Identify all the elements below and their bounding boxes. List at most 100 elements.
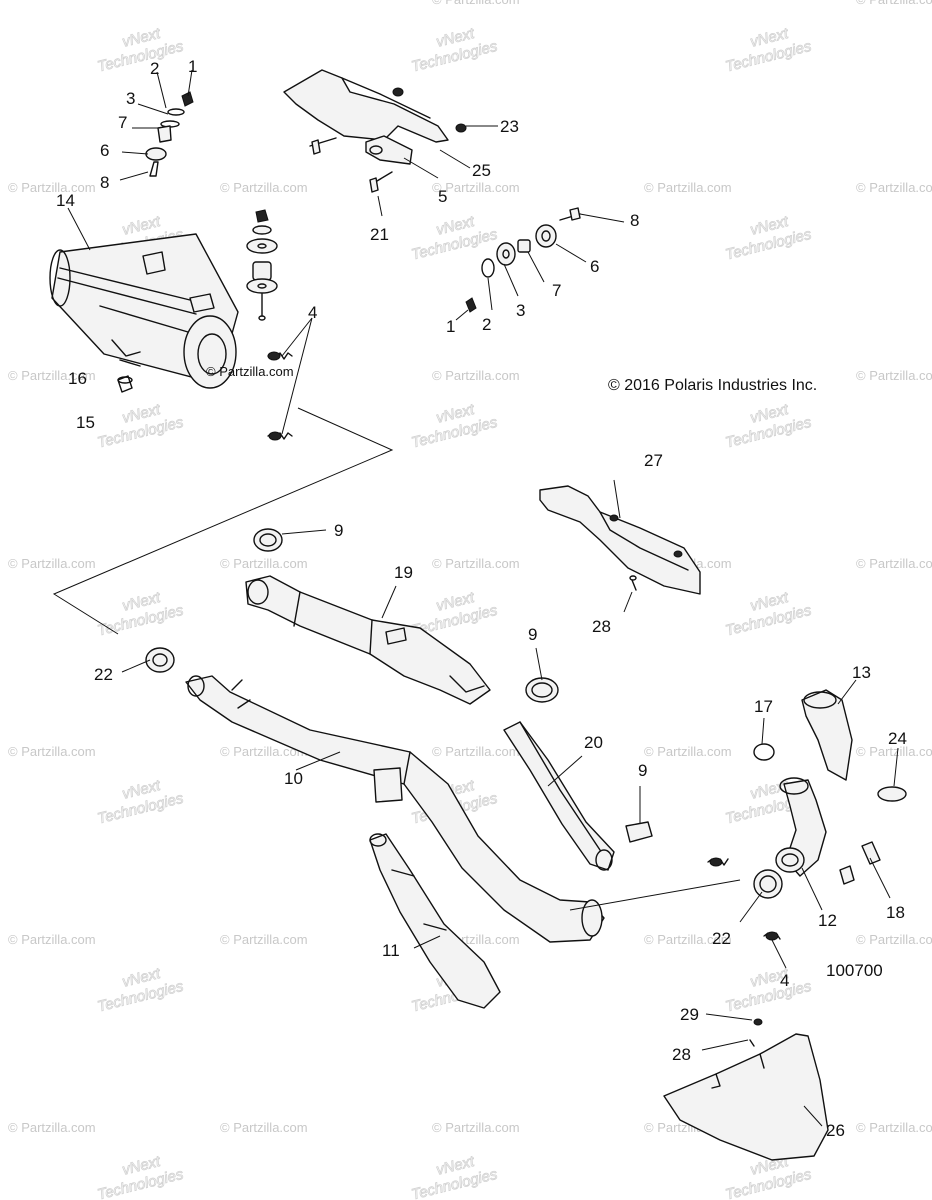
callout-29: 29: [680, 1005, 699, 1024]
partzilla-watermark: © Partzilla.com: [8, 1120, 96, 1135]
heat-shield-part-27: [539, 485, 701, 595]
pipe-part-19: [245, 575, 491, 705]
callout-3-top: 3: [126, 89, 135, 108]
spring-part-4-top: [267, 351, 293, 441]
partzilla-watermark: © Partzilla.com: [856, 1120, 932, 1135]
callout-4-top: 4: [308, 303, 317, 322]
callout-25: 25: [472, 161, 491, 180]
partzilla-watermark: © Partzilla.com: [644, 932, 732, 947]
callout-18: 18: [886, 903, 905, 922]
figure-number: 100700: [826, 961, 883, 980]
partzilla-watermark: © Partzilla.com: [856, 556, 932, 571]
partzilla-watermark: © Partzilla.com: [8, 368, 96, 383]
callout-16: 16: [68, 369, 87, 388]
partzilla-watermark: © Partzilla.com: [644, 744, 732, 759]
assembly-outline: [52, 407, 394, 635]
clamp-part-9: [253, 528, 907, 843]
leader-lines: [67, 69, 899, 1127]
callout-9-a: 9: [334, 521, 343, 540]
callout-28-bottom: 28: [672, 1045, 691, 1064]
heat-shield-part-26: [663, 1018, 829, 1161]
callout-23: 23: [500, 117, 519, 136]
pipe-part-11: [369, 833, 501, 1009]
partzilla-watermark: © Partzilla.com: [432, 0, 520, 7]
callout-22-left: 22: [94, 665, 113, 684]
partzilla-watermark: © Partzilla.com: [8, 556, 96, 571]
partzilla-watermark: © Partzilla.com: [432, 368, 520, 383]
partzilla-watermark: © Partzilla.com: [856, 744, 932, 759]
callout-9-c: 9: [638, 761, 647, 780]
partzilla-watermark: © Partzilla.com: [856, 180, 932, 195]
callout-10: 10: [284, 769, 303, 788]
callout-4-bottom: 4: [780, 971, 789, 990]
small-hardware-stack-right: [465, 207, 581, 313]
callout-labels: 1237681416154232552186732127289199221020…: [56, 57, 907, 1140]
callout-21: 21: [370, 225, 389, 244]
callout-19: 19: [394, 563, 413, 582]
callout-3-right: 3: [516, 301, 525, 320]
callout-22-right: 22: [712, 929, 731, 948]
partzilla-watermark: © Partzilla.com: [856, 0, 932, 7]
spring-part-4-bottom: [707, 857, 781, 941]
mount-stack: [246, 209, 278, 321]
partzilla-watermark: © Partzilla.com: [8, 180, 96, 195]
partzilla-watermark: © Partzilla.com: [220, 556, 308, 571]
partzilla-watermark: © Partzilla.com: [432, 1120, 520, 1135]
callout-28-mid: 28: [592, 617, 611, 636]
callout-11: 11: [382, 941, 400, 960]
muffler-part-14: [49, 233, 239, 389]
partzilla-watermark: © Partzilla.com: [432, 556, 520, 571]
partzilla-watermark: © Partzilla.com: [220, 744, 308, 759]
small-hardware-stack-top-left: [145, 91, 194, 177]
heat-shield-part-25: [283, 69, 467, 193]
callout-8-top: 8: [100, 173, 109, 192]
callout-15: 15: [76, 413, 95, 432]
partzilla-watermark: © Partzilla.com: [432, 180, 520, 195]
sensor-part-18: [839, 841, 881, 885]
callout-17: 17: [754, 697, 773, 716]
inline-credit: © Partzilla.com: [206, 364, 294, 379]
gasket-part-17: [753, 743, 775, 761]
callout-27: 27: [644, 451, 663, 470]
pipe-parts-12-13: [753, 689, 853, 899]
partzilla-watermark: © Partzilla.com: [856, 368, 932, 383]
callout-1-right: 1: [446, 317, 455, 336]
partzilla-watermark: © Partzilla.com: [644, 180, 732, 195]
callout-5: 5: [438, 187, 447, 206]
callout-2-top: 2: [150, 59, 159, 78]
header-pipe-part-10: [185, 675, 605, 943]
partzilla-watermark: © Partzilla.com: [8, 932, 96, 947]
callout-7-top: 7: [118, 113, 127, 132]
callout-8-right: 8: [630, 211, 639, 230]
partzilla-watermark: © Partzilla.com: [220, 180, 308, 195]
gasket-part-22-left: [145, 647, 175, 673]
callout-7-right: 7: [552, 281, 561, 300]
callout-20: 20: [584, 733, 603, 752]
partzilla-watermark: © Partzilla.com: [8, 744, 96, 759]
callout-2-right: 2: [482, 315, 491, 334]
copyright-notice: © 2016 Polaris Industries Inc.: [608, 377, 817, 394]
partzilla-watermark: © Partzilla.com: [432, 744, 520, 759]
muffler-bolt-parts-15-16: [117, 359, 141, 393]
callout-6-right: 6: [590, 257, 599, 276]
callout-1-top: 1: [188, 57, 197, 76]
callout-24: 24: [888, 729, 907, 748]
callout-6-top: 6: [100, 141, 109, 160]
callout-9-b: 9: [528, 625, 537, 644]
partzilla-watermark: © Partzilla.com: [220, 932, 308, 947]
